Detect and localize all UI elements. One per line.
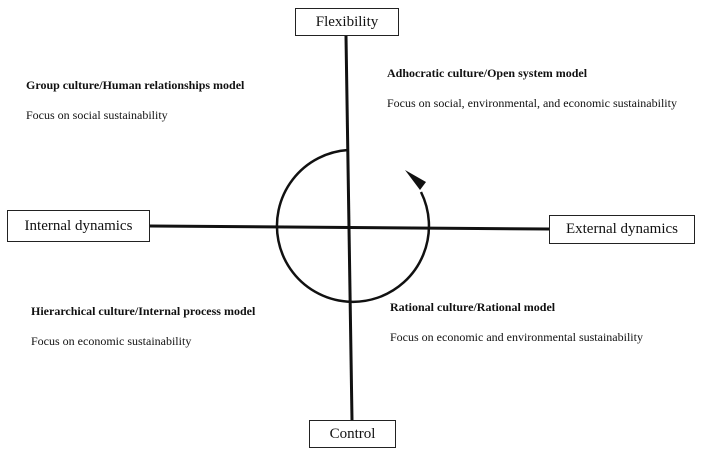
axis-label-flexibility: Flexibility bbox=[295, 8, 399, 36]
axis-label-control: Control bbox=[309, 420, 396, 448]
quadrant-title: Rational culture/Rational model bbox=[390, 300, 556, 314]
quadrant-title: Group culture/Human relationships model bbox=[26, 78, 245, 92]
quadrant-rational-culture: Rational culture/Rational model Focus on… bbox=[390, 298, 680, 346]
quadrant-description: Focus on social, environmental, and econ… bbox=[387, 96, 677, 110]
axis-label-external-dynamics: External dynamics bbox=[549, 215, 695, 244]
quadrant-description: Focus on economic and environmental sust… bbox=[390, 330, 643, 344]
horizontal-axis-line bbox=[149, 224, 550, 231]
cycle-arrowhead-icon bbox=[405, 170, 426, 190]
quadrant-description: Focus on economic sustainability bbox=[31, 334, 192, 348]
quadrant-group-culture: Group culture/Human relationships model … bbox=[26, 76, 306, 124]
quadrant-title: Hierarchical culture/Internal process mo… bbox=[31, 304, 256, 318]
quadrant-title: Adhocratic culture/Open system model bbox=[387, 66, 588, 80]
axis-label-internal-dynamics: Internal dynamics bbox=[7, 210, 150, 242]
quadrant-hierarchical-culture: Hierarchical culture/Internal process mo… bbox=[31, 302, 321, 350]
quadrant-description: Focus on social sustainability bbox=[26, 108, 168, 122]
cycle-arc bbox=[275, 148, 431, 304]
quadrant-adhocratic-culture: Adhocratic culture/Open system model Foc… bbox=[387, 64, 677, 112]
